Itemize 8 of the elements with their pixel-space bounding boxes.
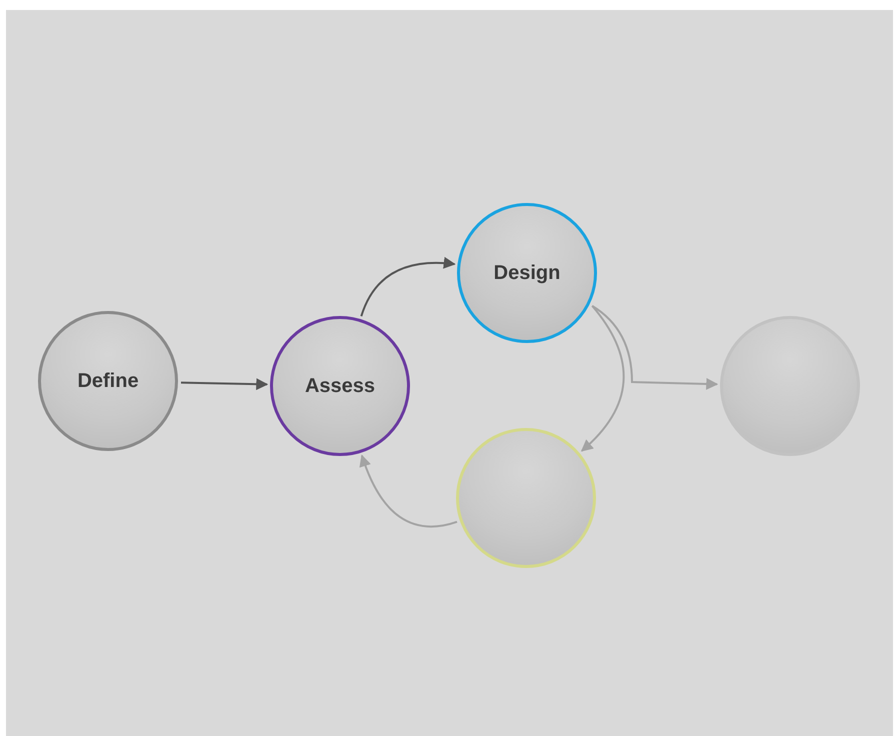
arrow (580, 305, 624, 452)
arrow (592, 305, 718, 390)
node-label: Design (494, 262, 560, 284)
node-label: Define (77, 370, 139, 392)
arrow (360, 454, 458, 528)
node-label: Assess (304, 374, 376, 398)
arrow (180, 378, 268, 390)
arrow (360, 257, 456, 317)
